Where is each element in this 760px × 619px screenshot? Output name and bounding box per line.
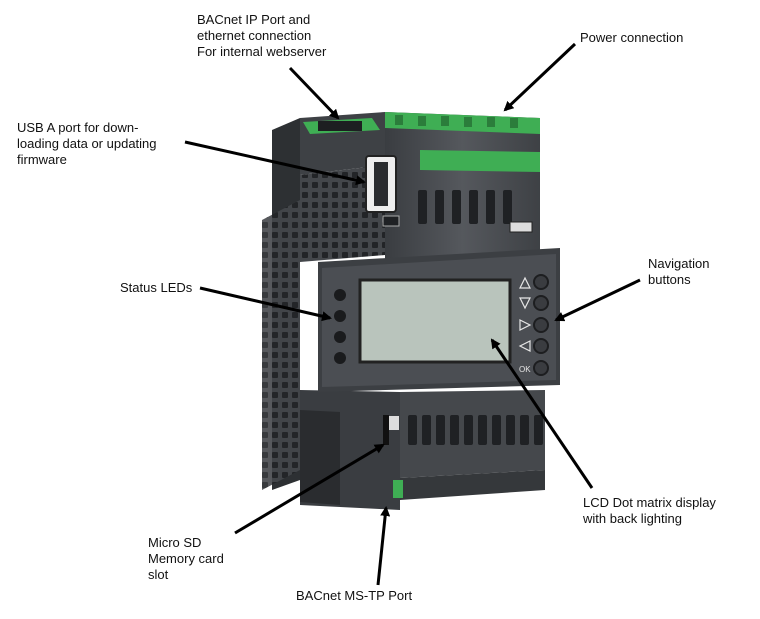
navigation-buttons bbox=[533, 274, 549, 376]
callout-power: Power connection bbox=[580, 30, 684, 45]
lower-terminal-block bbox=[408, 415, 543, 445]
callout-lcd: LCD Dot matrix display with back lightin… bbox=[583, 495, 716, 526]
mstp-port bbox=[393, 480, 403, 498]
device-body bbox=[262, 112, 545, 510]
arrow-navigation bbox=[554, 278, 641, 322]
arrow-mstp bbox=[376, 506, 391, 586]
callout-microsd: Micro SD Memory card slot bbox=[148, 535, 224, 582]
arrow-usb bbox=[184, 140, 366, 186]
upper-terminal-block bbox=[418, 150, 540, 233]
status-leds bbox=[334, 289, 346, 364]
arrow-status-leds bbox=[199, 286, 332, 322]
ok-label: OK bbox=[519, 365, 531, 374]
microsd-slot bbox=[383, 415, 399, 445]
arrow-ip-port bbox=[288, 66, 340, 120]
callout-navigation: Navigation buttons bbox=[648, 256, 710, 287]
front-panel: OK bbox=[318, 248, 560, 392]
callout-mstp: BACnet MS-TP Port bbox=[296, 588, 413, 603]
callout-ip-port: BACnet IP Port and ethernet connection F… bbox=[197, 12, 327, 59]
lcd-screen bbox=[358, 278, 512, 364]
arrow-microsd bbox=[234, 443, 385, 535]
arrow-power bbox=[503, 42, 577, 112]
ethernet-port bbox=[303, 118, 380, 134]
usb-port bbox=[365, 155, 400, 227]
arrow-lcd bbox=[490, 338, 594, 489]
callout-usb: USB A port for down- loading data or upd… bbox=[17, 120, 157, 167]
nav-arrow-icons bbox=[518, 276, 532, 352]
power-connector bbox=[385, 112, 540, 134]
callout-status-leds: Status LEDs bbox=[120, 280, 193, 295]
